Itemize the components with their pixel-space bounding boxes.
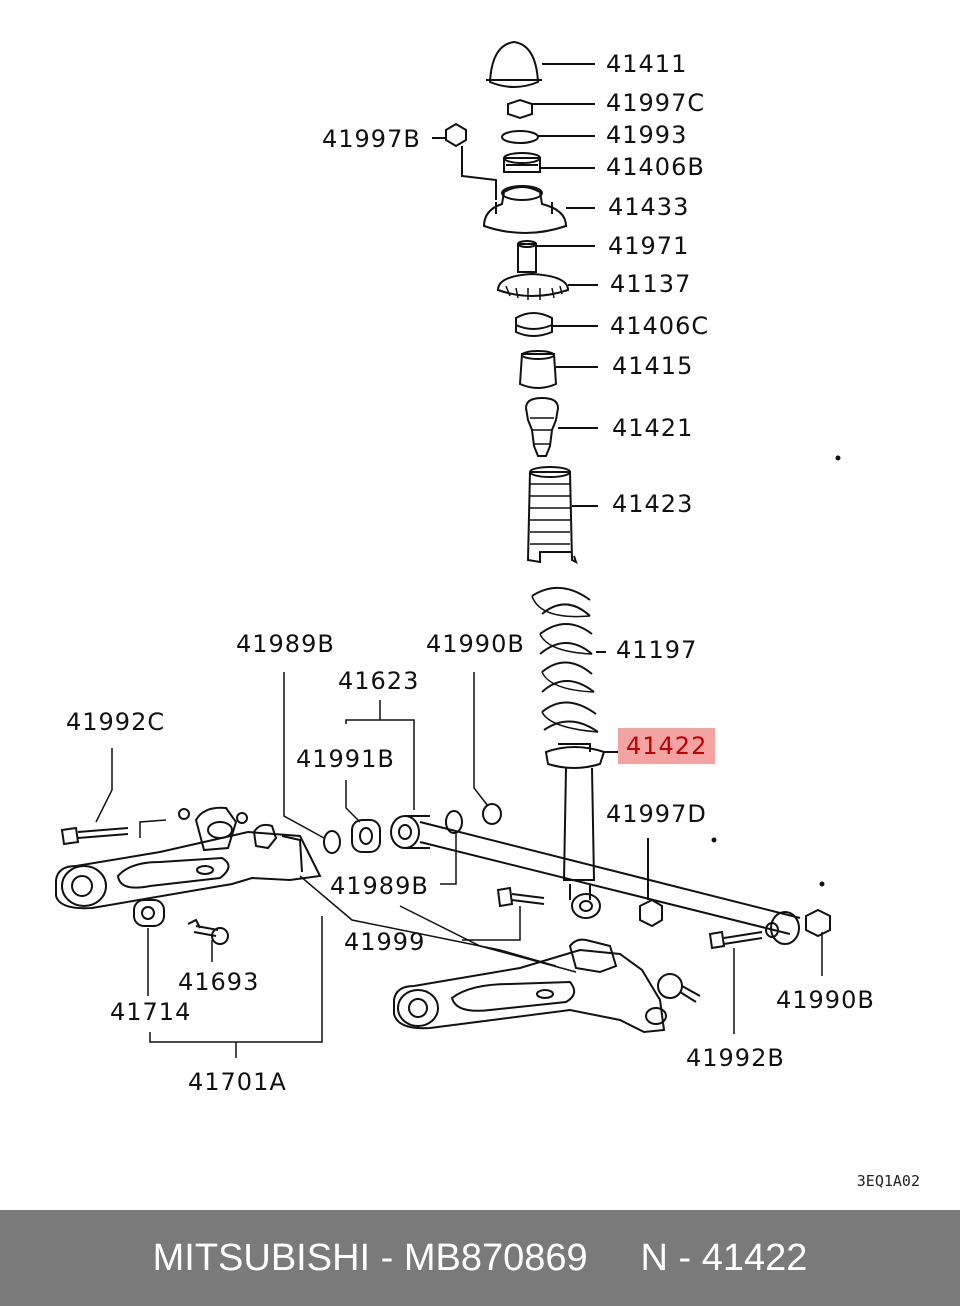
lower-bushing [516,313,552,336]
label-41623[interactable]: 41623 [338,667,420,695]
label-41990b-top[interactable]: 41990B [426,630,525,658]
suspension-drawing [0,0,960,1210]
bump-stopper [526,398,558,456]
diagram-code: 3EQ1A02 [856,1172,920,1190]
left-trailing-arm [56,832,320,908]
label-41971[interactable]: 41971 [608,232,690,260]
label-41997c[interactable]: 41997C [606,89,706,117]
label-41423[interactable]: 41423 [612,490,694,518]
bolt-41999 [498,888,544,906]
footer-separator-2: - [667,1236,702,1279]
label-41714[interactable]: 41714 [110,998,192,1026]
right-trailing-arm [394,950,664,1032]
label-41411[interactable]: 41411 [606,50,688,78]
label-41997b[interactable]: 41997B [322,125,421,153]
shock-absorber [546,747,604,768]
label-41997d[interactable]: 41997D [606,800,707,828]
label-41999[interactable]: 41999 [344,928,426,956]
label-41137[interactable]: 41137 [610,270,692,298]
coil-spring [532,588,598,732]
lateral-rod [420,822,800,934]
label-41693[interactable]: 41693 [178,968,260,996]
label-41415[interactable]: 41415 [612,352,694,380]
side-nut [446,124,466,146]
label-41993[interactable]: 41993 [606,121,688,149]
label-41990b-right[interactable]: 41990B [776,986,875,1014]
label-41992c[interactable]: 41992C [66,708,166,736]
upper-bushing [504,158,540,172]
part-info-footer: MITSUBISHI - MB870869 N - 41422 [0,1210,960,1306]
position-number: 41422 [701,1236,808,1279]
lower-nut [640,900,662,926]
label-41406b[interactable]: 41406B [606,153,705,181]
label-41422-highlighted[interactable]: 41422 [618,728,716,764]
label-41197[interactable]: 41197 [616,636,698,664]
bolt-41992c [62,828,128,844]
position-label: N [640,1236,668,1279]
parts-diagram: 41411 41997C 41993 41997B 41406B 41433 4… [0,0,960,1210]
dust-cap [486,42,542,87]
label-41989b-top[interactable]: 41989B [236,630,335,658]
footer-text: MITSUBISHI - MB870869 N - 41422 [153,1237,808,1280]
footer-separator: - [370,1236,404,1279]
label-41992b[interactable]: 41992B [686,1044,785,1072]
label-41989b-bottom[interactable]: 41989B [330,872,429,900]
footer-gap [588,1237,641,1279]
bump-cup [520,354,556,388]
label-41701a[interactable]: 41701A [188,1068,287,1096]
top-nut [508,100,532,118]
top-washer [502,131,538,143]
dust-boot [528,472,576,562]
label-41421[interactable]: 41421 [612,414,694,442]
label-41991b[interactable]: 41991B [296,745,395,773]
collar [518,244,536,272]
upper-spring-seat [498,274,568,296]
label-41433[interactable]: 41433 [608,193,690,221]
label-41406c[interactable]: 41406C [610,312,710,340]
brand-name: MITSUBISHI [152,1236,371,1279]
bolt-41992b [710,932,762,948]
part-number: MB870869 [403,1236,588,1279]
